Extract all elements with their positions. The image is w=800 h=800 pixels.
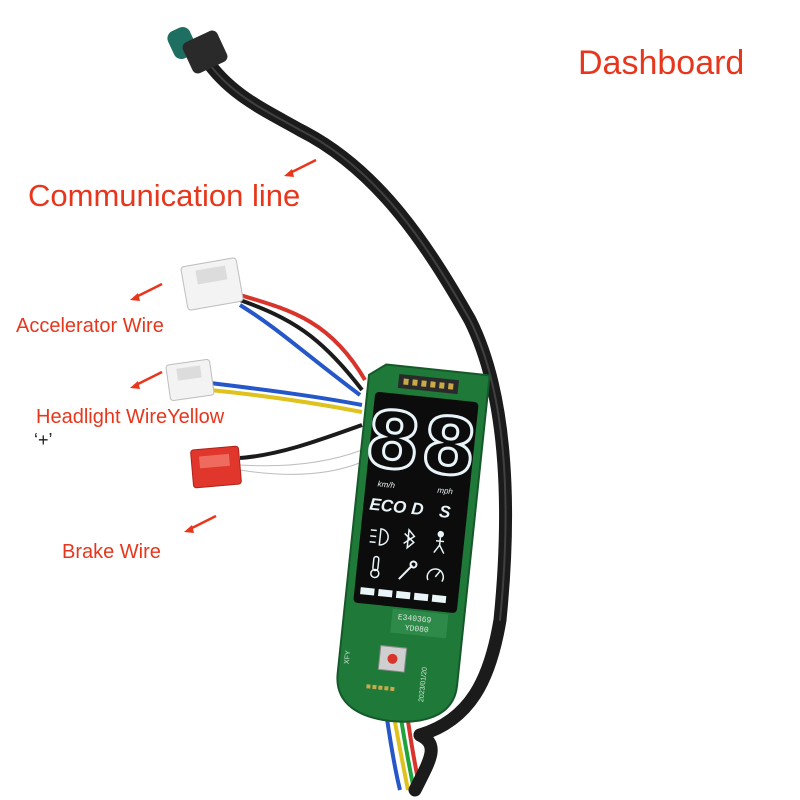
headlight-wires [209, 381, 363, 414]
battery-bars [360, 587, 447, 604]
wrench-icon [398, 560, 418, 580]
pcb-code-2: YD080 [404, 624, 429, 635]
dashboard-label: Dashboard [578, 44, 745, 82]
unit-kmh: km/h [377, 479, 396, 490]
brake-arrow-icon [184, 514, 217, 533]
power-button[interactable] [377, 644, 408, 673]
speedometer-icon [426, 568, 445, 582]
accelerator-arrow-icon [130, 282, 163, 301]
brake-wire-label: Brake Wire [62, 541, 161, 563]
temperature-icon [370, 555, 380, 579]
accelerator-wires [238, 293, 367, 397]
bluetooth-icon [403, 527, 416, 550]
mode-d: D [410, 499, 424, 519]
brake-connector [190, 445, 242, 489]
unit-mph: mph [437, 486, 454, 497]
communication-arrow-icon [284, 158, 317, 177]
mode-eco: ECO [369, 495, 408, 518]
headlight-connector [165, 359, 215, 401]
accelerator-wire-label: Accelerator Wire [16, 315, 164, 337]
speed-digits: 88 [361, 394, 482, 495]
headlight-plus-label: ‘+’ [34, 430, 53, 450]
pin-header [397, 373, 459, 395]
dashboard-pcb: 88 km/h mph ECO D S [336, 363, 491, 723]
brake-wires [239, 423, 363, 477]
headlight-icon [369, 528, 389, 546]
accelerator-connector [180, 257, 244, 311]
mode-s: S [438, 502, 452, 522]
lcd-display [353, 391, 479, 613]
pcb-side-text-2: XFY [344, 650, 352, 665]
headlight-arrow-icon [130, 370, 163, 389]
pcb-side-text: 2023/01/20 [418, 667, 429, 703]
pcb-code-1: E340369 [397, 613, 432, 625]
headlight-wire-label: Headlight WireYellow [36, 406, 225, 428]
connector-plug [167, 26, 228, 74]
communication-line-label: Communication line [28, 178, 301, 213]
pedestrian-icon [433, 530, 445, 554]
